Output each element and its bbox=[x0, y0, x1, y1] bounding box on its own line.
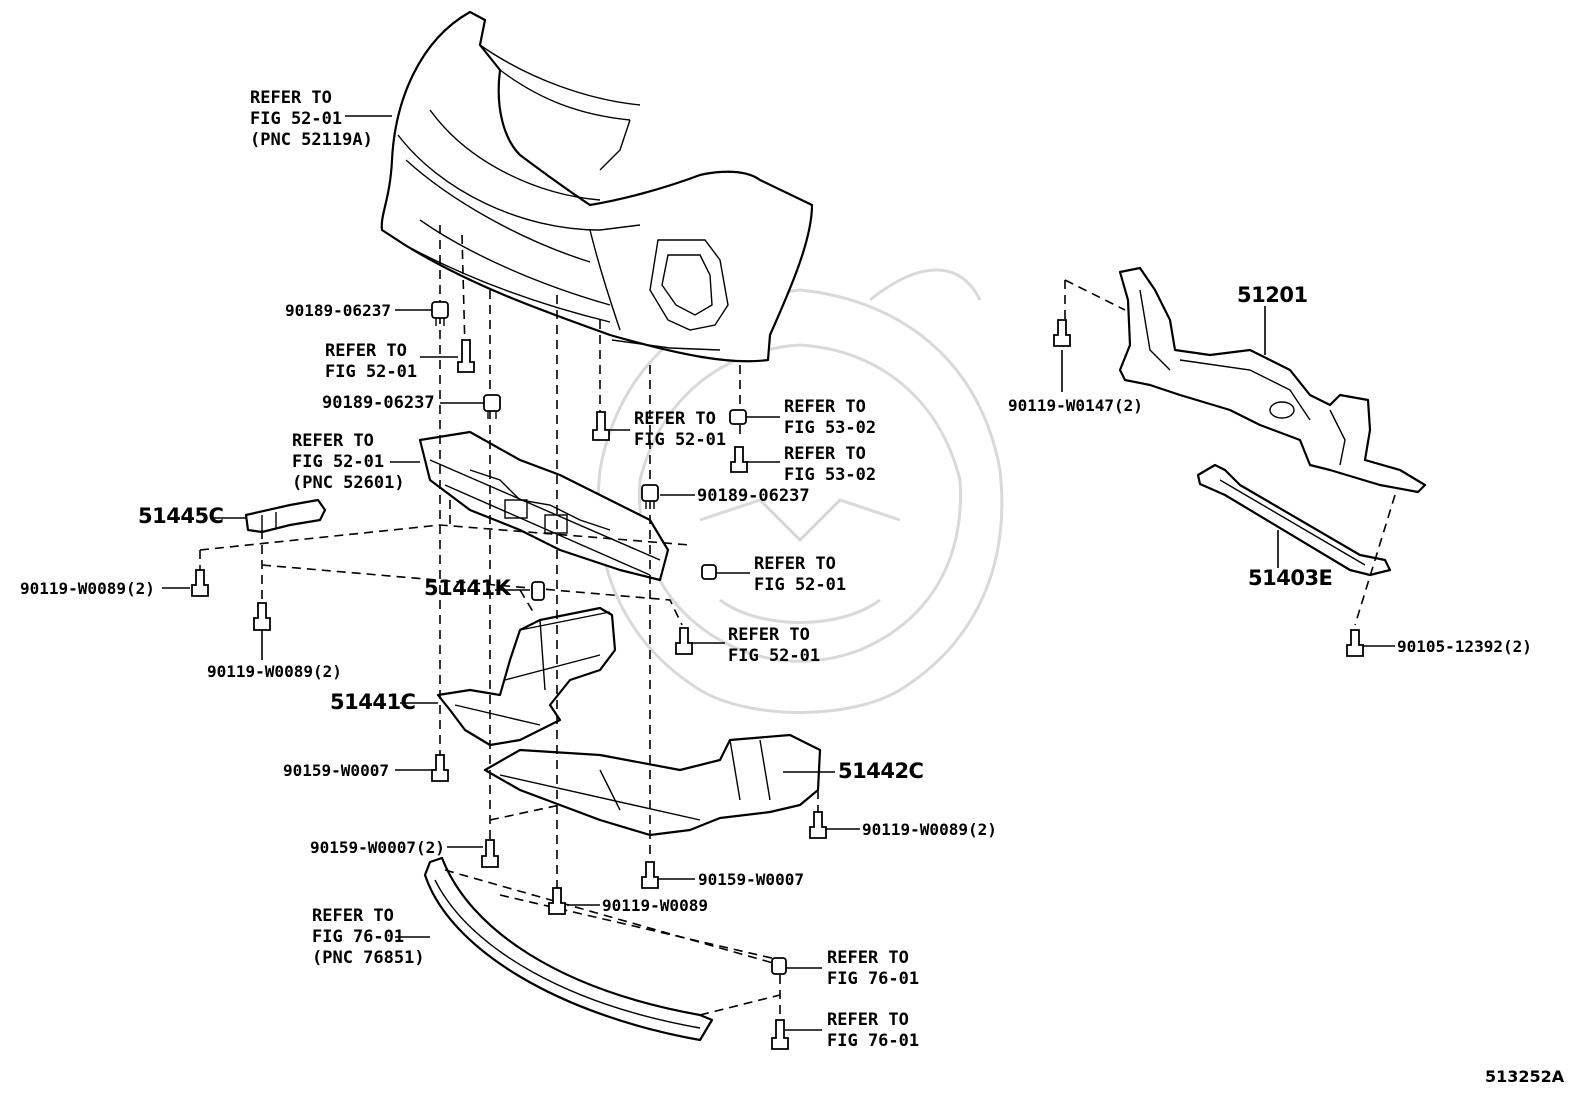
bolt-icon bbox=[191, 569, 209, 597]
clip-icon bbox=[771, 957, 787, 975]
bolt-icon bbox=[730, 446, 748, 473]
part-number-51201: 51201 bbox=[1237, 283, 1308, 307]
callout-bolt-90159-w0007: 90159-W0007 bbox=[698, 870, 804, 889]
callout-line: (PNC 52601) bbox=[292, 473, 405, 493]
bolt-icon bbox=[592, 411, 610, 441]
callout-line: REFER TO bbox=[784, 397, 866, 417]
callout-clip-90189-06237: 90189-06237 bbox=[697, 486, 810, 506]
bolt-icon bbox=[548, 887, 566, 915]
callout-bolt-90159-w0007-2: 90159-W0007(2) bbox=[310, 838, 445, 857]
bolt-icon bbox=[1346, 629, 1364, 657]
callout-line: FIG 52-01 bbox=[325, 362, 418, 382]
bolt-icon bbox=[481, 839, 499, 868]
part-number-51445c: 51445C bbox=[138, 504, 224, 528]
callout-bolt-90119-w0089: 90119-W0089 bbox=[602, 896, 708, 915]
callout-line: REFER TO bbox=[784, 444, 866, 464]
engine-under-cover-51441c bbox=[436, 606, 617, 747]
front-bumper-cover bbox=[380, 10, 814, 363]
callout-line: REFER TO bbox=[312, 906, 394, 926]
callout-line: REFER TO bbox=[250, 88, 332, 108]
callout-bolt-90119-w0089-2: 90119-W0089(2) bbox=[207, 662, 342, 681]
fasteners bbox=[191, 301, 1364, 1050]
crossmember-51201 bbox=[1118, 266, 1427, 494]
callout-line: FIG 52-01 bbox=[754, 575, 847, 595]
callout-line: FIG 53-02 bbox=[784, 465, 877, 485]
clip-icon bbox=[531, 581, 545, 601]
callout-line: FIG 52-01 bbox=[728, 646, 821, 666]
callout-line: FIG 76-01 bbox=[312, 927, 405, 947]
engine-under-cover-51442c bbox=[483, 733, 822, 837]
callout-line: FIG 52-01 bbox=[292, 452, 385, 472]
part-number-51441k: 51441K bbox=[424, 576, 511, 600]
callout-line: (PNC 76851) bbox=[312, 948, 425, 968]
bolt-icon bbox=[1053, 319, 1071, 347]
bolt-icon bbox=[675, 627, 693, 655]
callout-line: FIG 52-01 bbox=[634, 430, 727, 450]
brace-51403e bbox=[1196, 463, 1392, 577]
callout-line: REFER TO bbox=[827, 948, 909, 968]
callout-line: REFER TO bbox=[728, 625, 810, 645]
diagram-code: 513252A bbox=[1485, 1067, 1565, 1086]
callout-line: FIG 76-01 bbox=[827, 1031, 920, 1051]
callout-bolt-90119-w0089-2: 90119-W0089(2) bbox=[862, 820, 997, 839]
clip-icon bbox=[701, 564, 717, 580]
clip-icon bbox=[483, 394, 501, 419]
bolt-icon bbox=[641, 861, 659, 889]
part-number-51403e: 51403E bbox=[1248, 566, 1333, 590]
bumper-reinforcement bbox=[418, 430, 670, 582]
exploded-view-lines bbox=[199, 225, 1396, 1025]
clip-icon bbox=[729, 409, 747, 425]
callout-line: REFER TO bbox=[325, 341, 407, 361]
callout-line: REFER TO bbox=[292, 431, 374, 451]
bolt-icon bbox=[809, 811, 827, 839]
bracket-51445c bbox=[244, 498, 327, 534]
clip-icon bbox=[641, 484, 659, 509]
part-number-51442c: 51442C bbox=[838, 759, 924, 783]
callout-line: (PNC 52119A) bbox=[250, 130, 373, 150]
front-spoiler-lower bbox=[423, 856, 714, 1042]
callout-line: REFER TO bbox=[827, 1010, 909, 1030]
bolt-icon bbox=[431, 754, 449, 782]
leader-lines bbox=[162, 115, 1395, 1031]
part-number-51441c: 51441C bbox=[330, 690, 416, 714]
callout-line: FIG 53-02 bbox=[784, 418, 877, 438]
bolt-icon bbox=[457, 339, 475, 373]
callout-bolt-90119-w0147-2: 90119-W0147(2) bbox=[1008, 396, 1143, 415]
callout-line: REFER TO bbox=[754, 554, 836, 574]
callout-line: FIG 52-01 bbox=[250, 109, 343, 129]
bolt-icon bbox=[253, 602, 271, 631]
callout-bolt-90105-12392-2: 90105-12392(2) bbox=[1397, 637, 1532, 656]
bolt-icon bbox=[771, 1019, 789, 1050]
callout-line: REFER TO bbox=[634, 409, 716, 429]
callout-bolt-90119-w0089-2: 90119-W0089(2) bbox=[20, 579, 155, 598]
callout-bolt-90159-w0007: 90159-W0007 bbox=[283, 761, 389, 780]
callout-line: FIG 76-01 bbox=[827, 969, 920, 989]
callout-clip-90189-06237: 90189-06237 bbox=[322, 393, 435, 413]
clip-icon bbox=[431, 301, 449, 326]
callout-clip-90189-06237: 90189-06237 bbox=[285, 301, 391, 320]
